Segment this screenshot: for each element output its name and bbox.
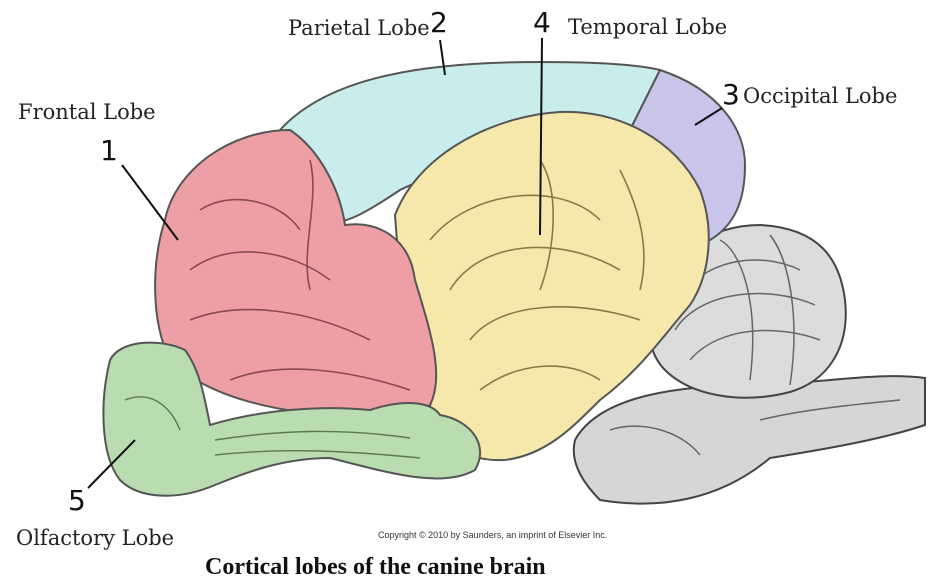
temporal-lobe-label: Temporal Lobe [568, 15, 727, 39]
frontal-lobe-number: 1 [100, 134, 118, 167]
olfactory-lobe-number: 5 [68, 484, 86, 517]
figure-caption: Cortical lobes of the canine brain [205, 554, 546, 581]
occipital-lobe-number: 3 [722, 78, 740, 111]
frontal-lobe-label: Frontal Lobe [18, 100, 156, 124]
temporal-lobe-number: 4 [533, 6, 551, 39]
occipital-lobe-label: Occipital Lobe [743, 84, 897, 108]
copyright-notice: Copyright © 2010 by Saunders, an imprint… [378, 530, 607, 540]
parietal-lobe-label: Parietal Lobe [288, 16, 430, 40]
parietal-lobe-number: 2 [430, 6, 448, 39]
olfactory-lobe-label: Olfactory Lobe [16, 526, 174, 550]
